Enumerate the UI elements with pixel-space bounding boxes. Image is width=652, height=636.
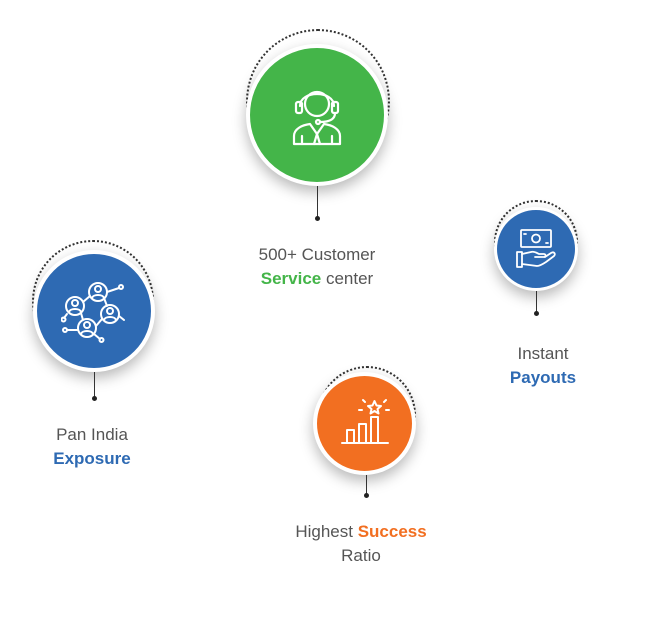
success-label: Highest Success Ratio bbox=[251, 520, 471, 568]
connector-dot bbox=[534, 311, 539, 316]
growth-bar-chart-star-icon bbox=[340, 398, 390, 444]
payouts-label: Instant Payouts bbox=[463, 342, 623, 390]
success-label-highlight: Success bbox=[357, 522, 427, 541]
connector-line bbox=[366, 475, 367, 495]
connector-line bbox=[536, 291, 537, 313]
success-label-line1: Highest bbox=[295, 522, 358, 541]
exposure-label-line1: Pan India bbox=[56, 425, 128, 444]
service-label-line1: 500+ Customer bbox=[258, 245, 376, 264]
payouts-label-highlight: Payouts bbox=[509, 368, 577, 387]
success-circle bbox=[313, 372, 416, 475]
exposure-circle bbox=[33, 250, 155, 372]
customer-support-agent-icon bbox=[292, 90, 342, 146]
connector-dot bbox=[364, 493, 369, 498]
connector-dot bbox=[92, 396, 97, 401]
service-label: 500+ Customer Service center bbox=[217, 243, 417, 291]
connector-line bbox=[317, 186, 318, 218]
exposure-label: Pan India Exposure bbox=[12, 423, 172, 471]
exposure-label-highlight: Exposure bbox=[53, 449, 131, 468]
money-on-hand-icon bbox=[516, 229, 556, 268]
service-label-highlight: Service bbox=[260, 269, 322, 288]
payouts-circle bbox=[494, 207, 578, 291]
connector-line bbox=[94, 372, 95, 398]
success-label-line2: Ratio bbox=[341, 546, 381, 565]
service-circle bbox=[246, 44, 388, 186]
connector-dot bbox=[315, 216, 320, 221]
service-label-rest: center bbox=[321, 269, 374, 288]
payouts-label-line1: Instant bbox=[517, 344, 569, 363]
network-people-icon bbox=[61, 282, 125, 343]
